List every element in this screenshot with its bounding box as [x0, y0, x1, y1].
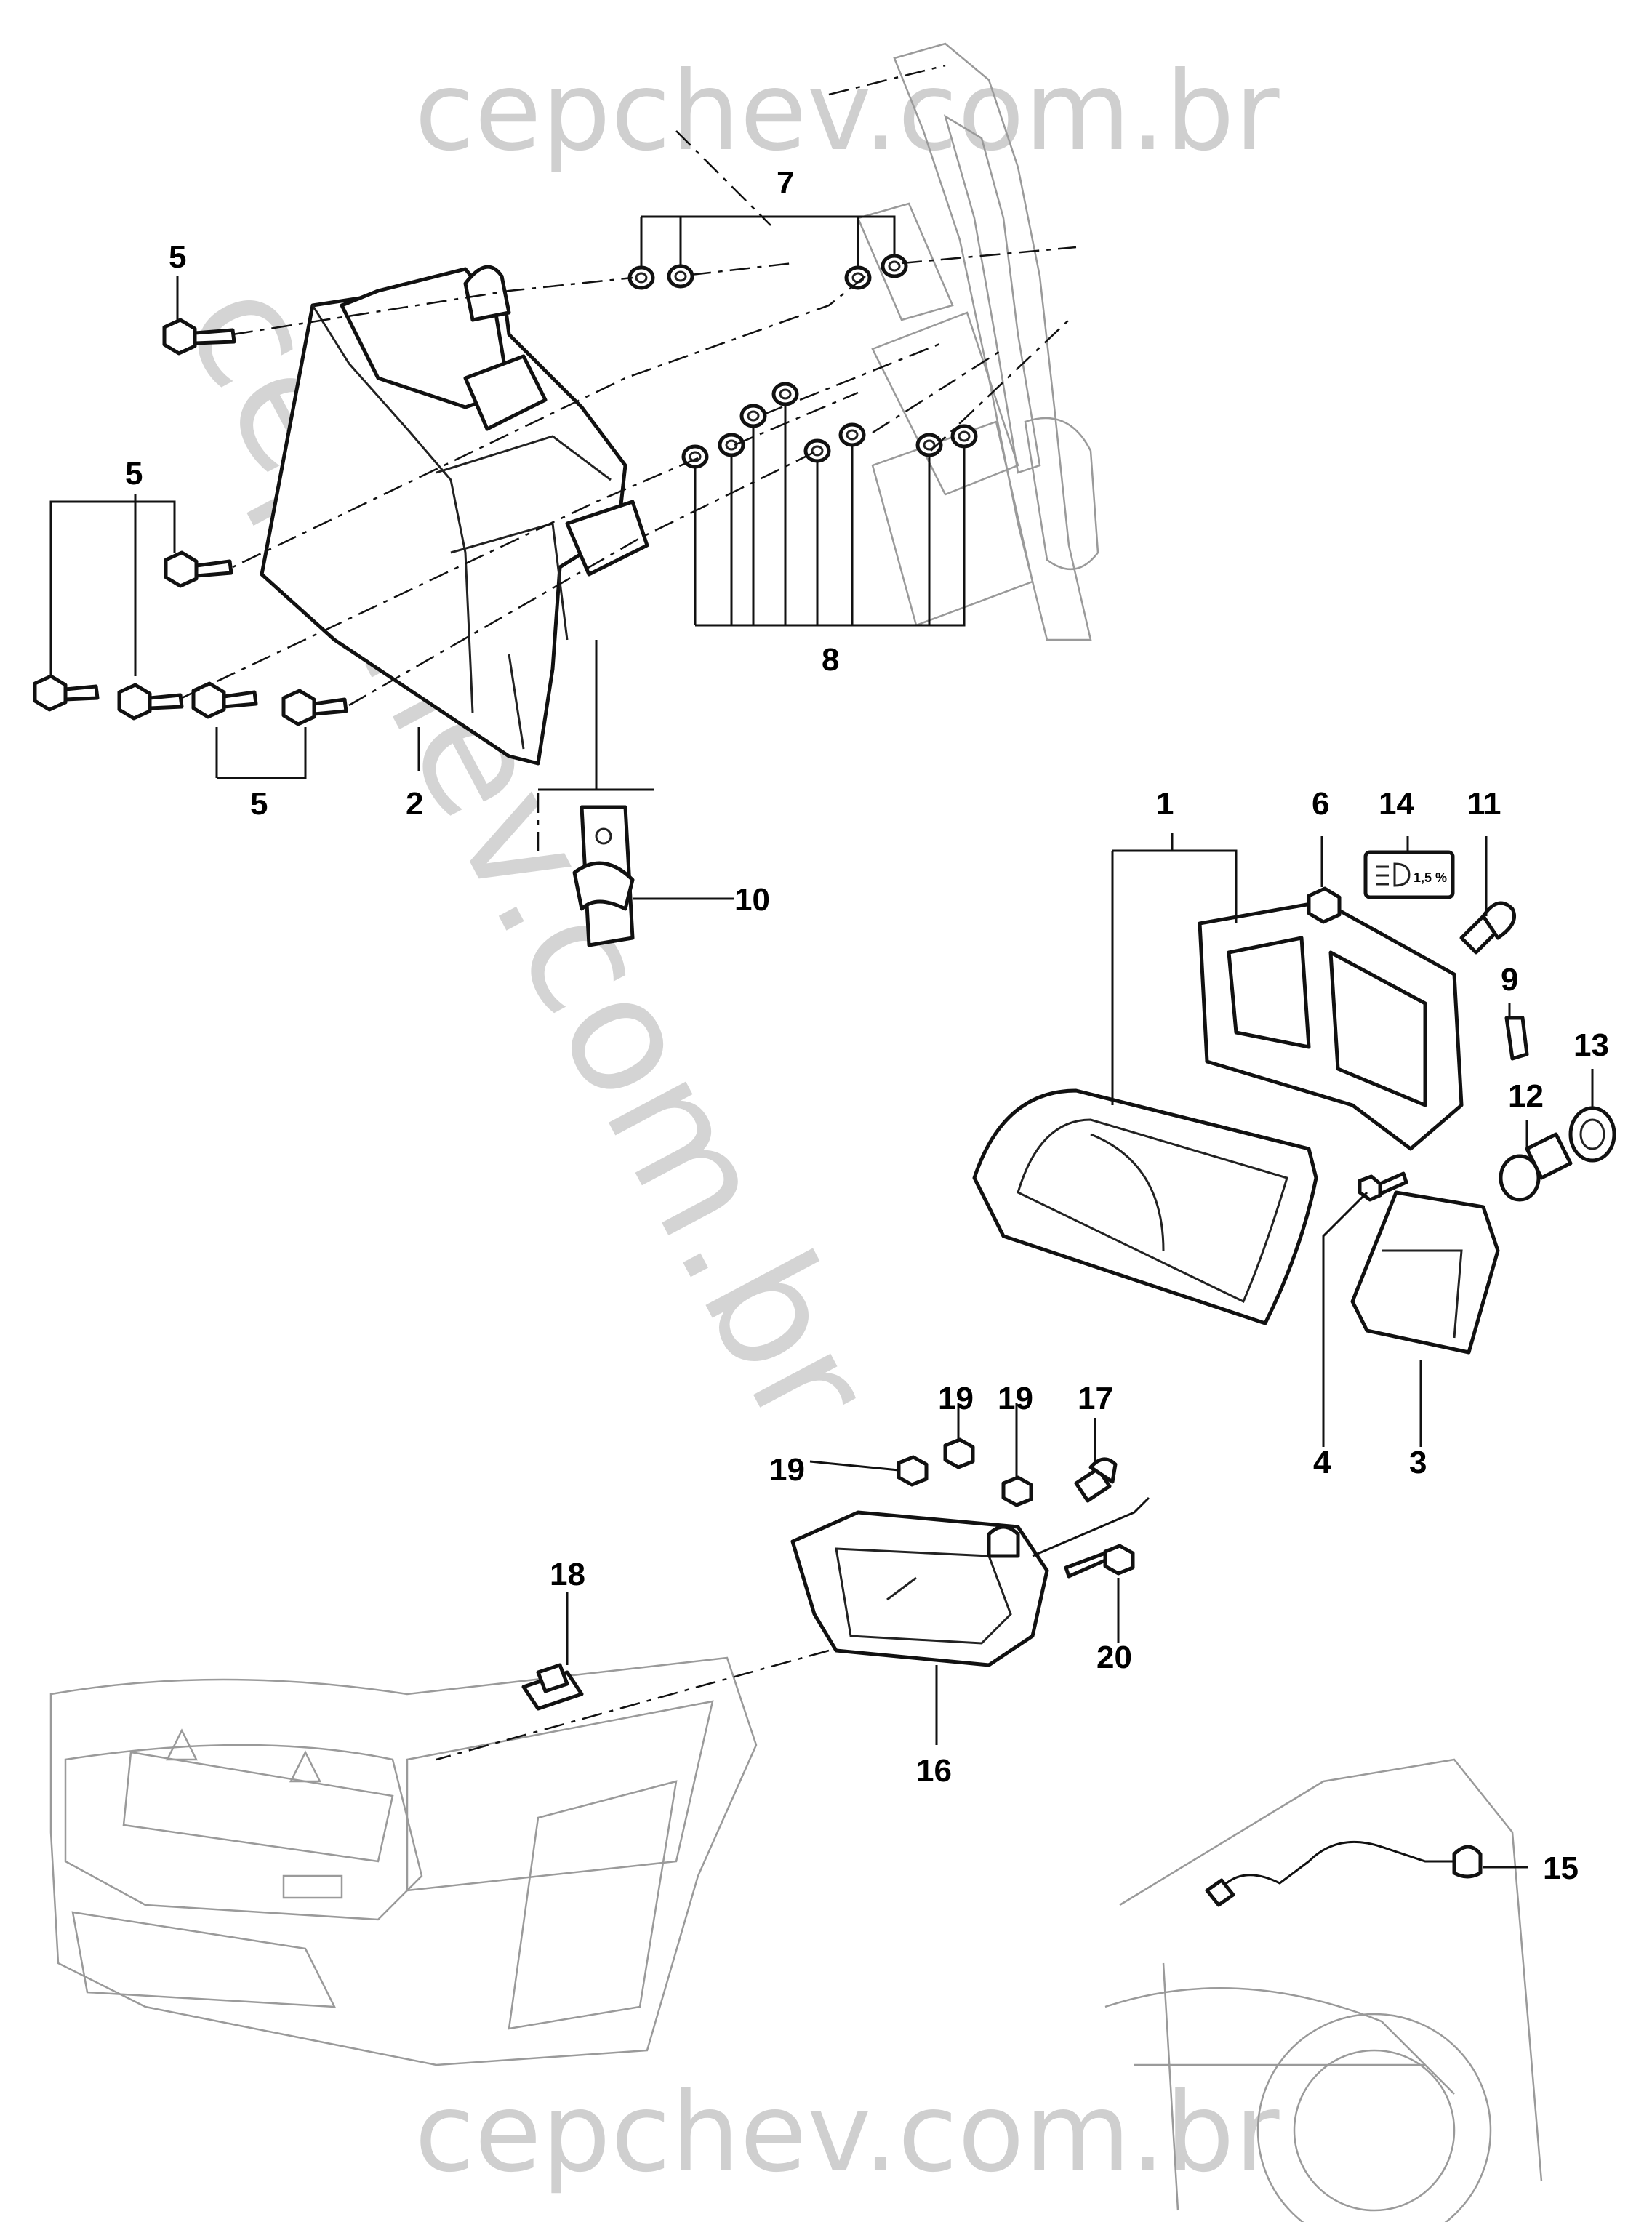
callout-5-middle: 5 — [125, 456, 143, 492]
fog-lamp — [790, 1510, 1049, 1667]
bulb-12 — [1499, 1132, 1573, 1202]
callout-2: 2 — [406, 786, 423, 822]
grommets-8 — [681, 382, 978, 469]
callout-6: 6 — [1312, 786, 1329, 822]
bolt-group-bottom — [191, 681, 348, 726]
wiring-harness-15 — [1205, 1840, 1483, 1907]
headlamp-assembly — [972, 899, 1464, 1325]
callout-13: 13 — [1573, 1027, 1609, 1063]
callout-5-bottom: 5 — [250, 786, 268, 822]
callout-5-top: 5 — [169, 239, 186, 275]
callout-19-middle: 19 — [938, 1381, 974, 1416]
body-panel-reference — [857, 42, 1099, 641]
callout-19-left: 19 — [769, 1452, 805, 1488]
callout-labels: 1 2 3 4 5 5 5 6 7 8 9 10 11 12 13 14 15 … — [125, 165, 1609, 1886]
callout-20: 20 — [1096, 1640, 1132, 1675]
clip-nut-18 — [521, 1663, 584, 1711]
headlamp-housing — [260, 265, 649, 766]
callout-1: 1 — [1156, 786, 1174, 822]
alignment-lines — [181, 64, 1077, 1761]
bracket-10 — [572, 805, 635, 947]
callout-15: 15 — [1543, 1850, 1579, 1886]
leveling-label-text: 1,5 % — [1414, 870, 1447, 885]
watermark-top: cepchev.com.br — [414, 49, 1280, 175]
leveling-label: 1,5 % — [1363, 850, 1455, 899]
side-marker-lens — [1350, 1190, 1500, 1355]
bolt-group-middle — [33, 550, 233, 721]
screw-20 — [1064, 1544, 1135, 1579]
fog-bulb-17 — [1032, 1457, 1150, 1557]
bumper-reference — [49, 1656, 758, 2066]
callout-3: 3 — [1409, 1445, 1427, 1480]
callout-11: 11 — [1467, 786, 1501, 822]
callout-10: 10 — [734, 882, 770, 918]
callout-18: 18 — [550, 1557, 585, 1592]
callout-16: 16 — [916, 1753, 952, 1789]
bolt-group-top — [162, 318, 236, 356]
grommets-7 — [627, 254, 908, 290]
socket-13 — [1568, 1106, 1616, 1163]
watermark-bottom: cepchev.com.br — [414, 2070, 1280, 2197]
callout-4: 4 — [1313, 1445, 1331, 1480]
callout-14: 14 — [1379, 786, 1414, 822]
fender-reference — [1104, 1758, 1543, 2222]
callout-7: 7 — [777, 165, 794, 201]
bulb-11 — [1459, 901, 1516, 955]
callout-19-right: 19 — [998, 1381, 1033, 1416]
callout-9: 9 — [1501, 962, 1518, 998]
callout-8: 8 — [822, 642, 839, 678]
nuts-19 — [897, 1437, 1033, 1507]
leader-lines — [49, 215, 1594, 1869]
callout-17: 17 — [1078, 1381, 1113, 1416]
clip-9 — [1504, 1016, 1529, 1061]
callout-12: 12 — [1508, 1078, 1544, 1114]
nut-6 — [1307, 886, 1342, 924]
